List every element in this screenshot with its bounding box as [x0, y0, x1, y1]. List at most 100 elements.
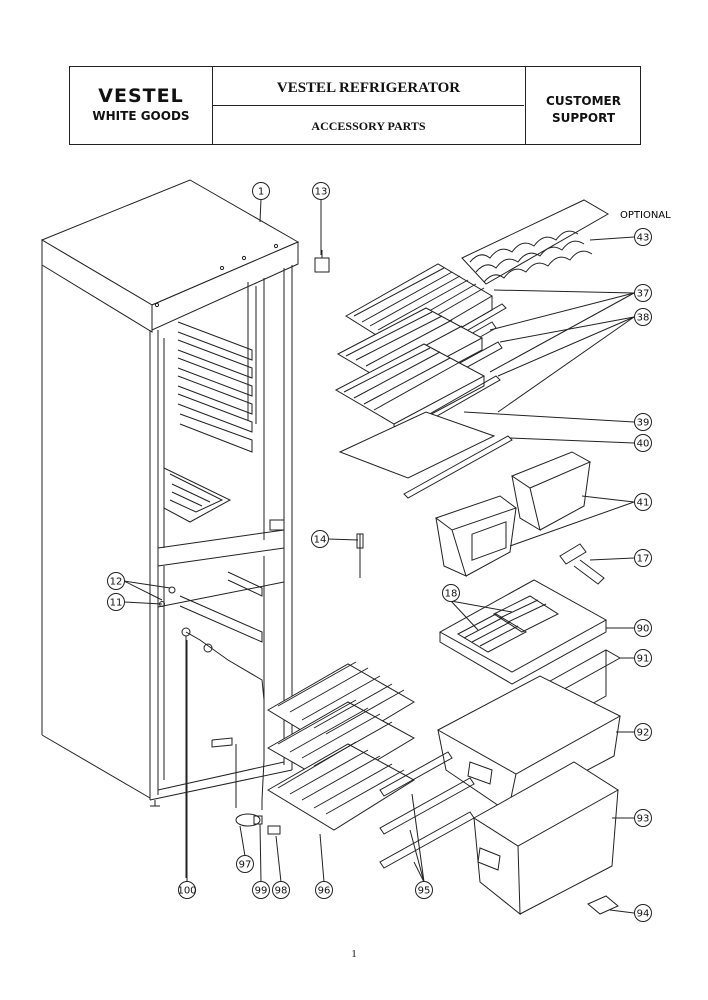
brand-name: VESTEL	[98, 85, 184, 107]
callout-91: 91	[634, 649, 652, 667]
support-cell: CUSTOMER SUPPORT	[525, 67, 641, 144]
callout-label: 18	[445, 589, 458, 600]
callout-label: 14	[314, 535, 327, 546]
callout-label: 95	[418, 886, 431, 897]
callout-90: 90	[634, 619, 652, 637]
callout-circle	[107, 593, 125, 611]
callout-11: 11	[107, 593, 125, 611]
callout-label: 11	[110, 598, 123, 609]
callout-label: 38	[637, 313, 650, 324]
callout-label: 17	[637, 554, 650, 565]
callout-98: 98	[272, 881, 290, 899]
callout-label: 39	[637, 418, 650, 429]
callout-circle	[634, 493, 652, 511]
callout-label: 100	[177, 886, 196, 897]
callout-96: 96	[315, 881, 333, 899]
glass-shelves	[334, 263, 513, 499]
ice-tray-box	[438, 579, 608, 685]
callout-circle	[634, 619, 652, 637]
callout-label: 13	[315, 187, 328, 198]
callout-95: 95	[415, 881, 433, 899]
callout-circle	[634, 809, 652, 827]
drawer-rails	[379, 751, 475, 869]
callout-circle	[252, 881, 270, 899]
wine-rack	[461, 199, 609, 285]
callout-label: 1	[258, 187, 264, 198]
document-subtitle: ACCESSORY PARTS	[311, 119, 426, 133]
callout-13: 13	[312, 182, 330, 200]
door-bins	[434, 451, 592, 577]
callout-label: 93	[637, 814, 650, 825]
drain-pipe	[181, 627, 265, 878]
callout-14: 14	[311, 530, 329, 548]
callout-label: 96	[318, 886, 331, 897]
callout-circle	[107, 572, 125, 590]
callout-17: 17	[634, 549, 652, 567]
ice-scraper	[559, 543, 605, 585]
callout-18: 18	[442, 584, 460, 602]
callout-circle	[634, 228, 652, 246]
freezer-drawers	[436, 649, 622, 916]
callout-93: 93	[634, 809, 652, 827]
callout-label: 43	[637, 233, 650, 244]
page-number: 1	[351, 948, 357, 960]
thermostat-probe	[356, 533, 364, 578]
callout-label: 92	[637, 728, 650, 739]
callout-circle	[634, 413, 652, 431]
callout-94: 94	[634, 904, 652, 922]
callout-label: 12	[110, 577, 123, 588]
callout-circle	[634, 549, 652, 567]
title-block: VESTEL WHITE GOODS VESTEL REFRIGERATOR A…	[69, 66, 641, 145]
callout-circle	[178, 881, 196, 899]
callout-label: 40	[637, 439, 650, 450]
leader-lines	[123, 198, 635, 914]
document-title-cell: VESTEL REFRIGERATOR ACCESSORY PARTS	[213, 67, 524, 144]
callout-circle	[634, 723, 652, 741]
wire-shelves	[266, 661, 416, 831]
callout-label: 41	[637, 498, 650, 509]
callout-37: 37	[634, 284, 652, 302]
small-parts	[235, 813, 281, 835]
callout-39: 39	[634, 413, 652, 431]
callout-label: 98	[275, 886, 288, 897]
callout-circle	[634, 434, 652, 452]
callout-circle	[272, 881, 290, 899]
callout-40: 40	[634, 434, 652, 452]
callout-circle	[315, 881, 333, 899]
callout-97: 97	[236, 855, 254, 873]
brand-cell: VESTEL WHITE GOODS	[70, 67, 213, 144]
callout-circle	[312, 182, 330, 200]
callout-markers: 1 13 43 37 38 39 40 41 17 14 12 11 18 90 91 92 93 94 95 96 9…	[107, 182, 652, 922]
callout-label: 99	[255, 886, 268, 897]
support-line-1: CUSTOMER	[546, 94, 621, 108]
callout-1: 1	[252, 182, 270, 200]
callout-label: 97	[239, 860, 252, 871]
callout-92: 92	[634, 723, 652, 741]
callout-label: 37	[637, 289, 650, 300]
callout-43: 43	[634, 228, 652, 246]
callout-100: 100	[177, 881, 197, 899]
callout-circle	[415, 881, 433, 899]
callout-circle	[634, 649, 652, 667]
callout-99: 99	[252, 881, 270, 899]
callout-circle	[634, 904, 652, 922]
callout-circle	[252, 182, 270, 200]
lamp-holder	[314, 250, 330, 273]
refrigerator-cabinet	[40, 179, 300, 807]
document-title: VESTEL REFRIGERATOR	[213, 67, 524, 106]
optional-label: OPTIONAL	[620, 210, 671, 221]
callout-label: 90	[637, 624, 650, 635]
callout-circle	[634, 284, 652, 302]
callout-circle	[442, 584, 460, 602]
callout-label: 91	[637, 654, 650, 665]
callout-41: 41	[634, 493, 652, 511]
brand-subtitle: WHITE GOODS	[92, 109, 190, 123]
callout-circle	[311, 530, 329, 548]
callout-12: 12	[107, 572, 125, 590]
support-line-2: SUPPORT	[551, 111, 616, 125]
callout-label: 94	[637, 909, 650, 920]
callout-38: 38	[634, 308, 652, 326]
callout-circle	[236, 855, 254, 873]
support-label: CUSTOMER SUPPORT	[526, 93, 641, 127]
